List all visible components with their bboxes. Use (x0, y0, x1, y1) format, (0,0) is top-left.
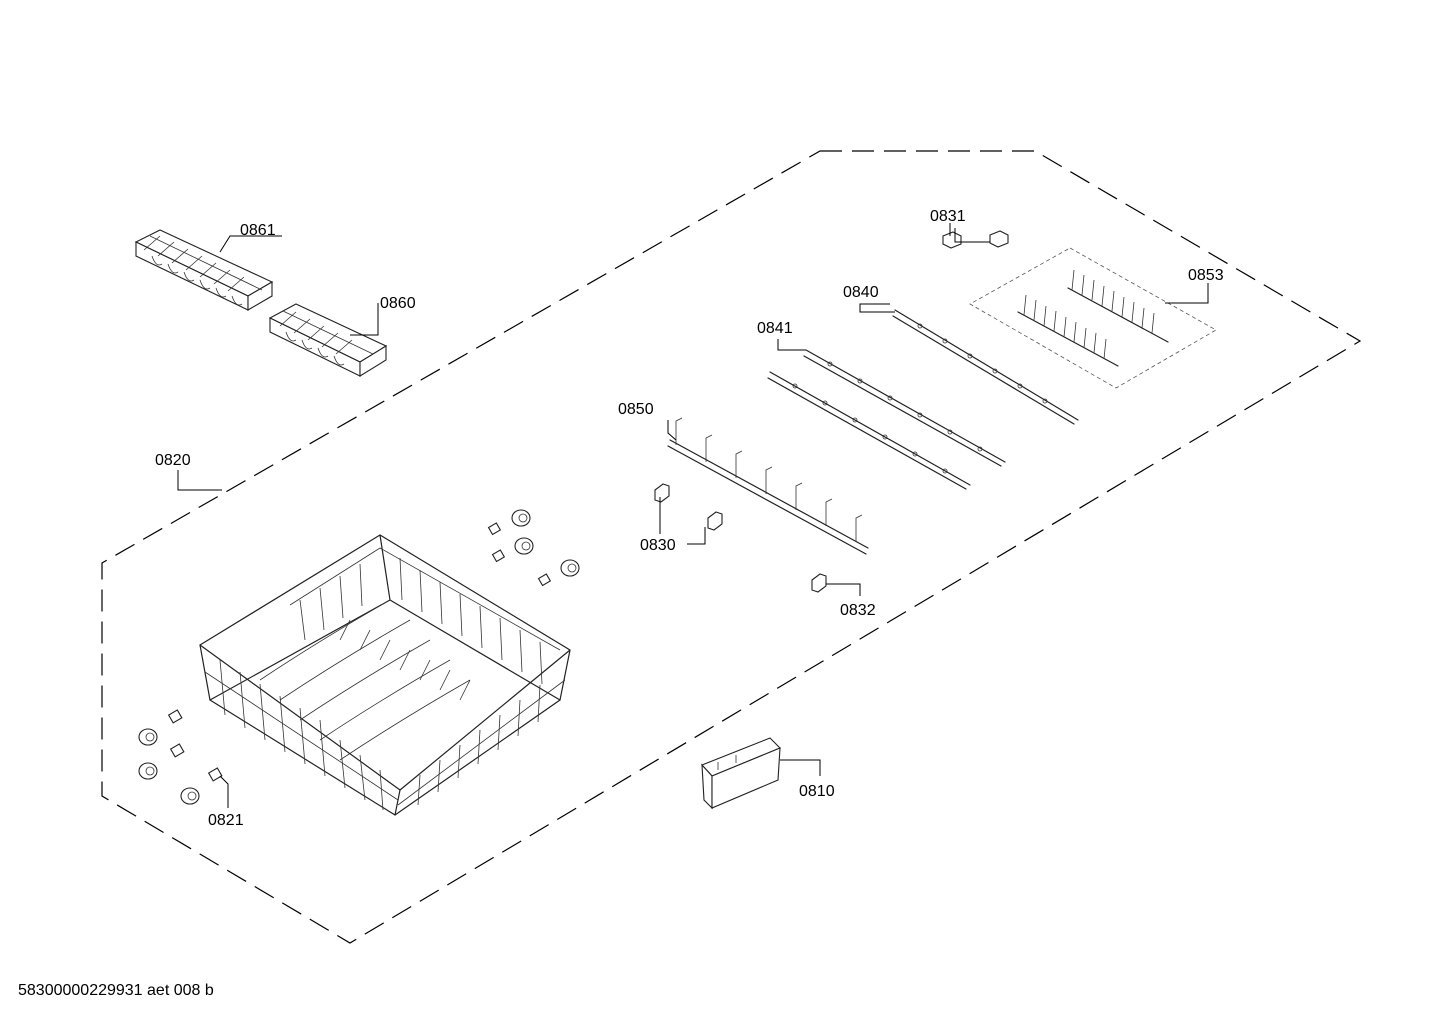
callout-0860: 0860 (380, 295, 416, 312)
clips-0830 (654, 483, 723, 531)
rails-0841 (767, 349, 1006, 490)
clip-0832 (811, 573, 827, 593)
document-id: 58300000229931 aet 008 b (18, 982, 214, 999)
callout-0821: 0821 (208, 812, 244, 829)
tray-0810 (701, 737, 781, 810)
callout-0841: 0841 (757, 320, 793, 337)
rail-0840 (892, 309, 1079, 425)
basket-rollers (487, 509, 580, 587)
clips-0831 (942, 230, 1009, 249)
callout-0820: 0820 (155, 452, 191, 469)
upper-basket-0820 (199, 534, 571, 816)
assembly-boundary-outline (101, 150, 1362, 944)
callout-0810: 0810 (799, 783, 835, 800)
callout-0853: 0853 (1188, 267, 1224, 284)
folding-tine-bar-0850 (667, 417, 869, 555)
cutlery-rack-0860 (268, 303, 388, 377)
callout-0832: 0832 (840, 602, 876, 619)
rollers-0821 (138, 709, 223, 805)
callout-0831: 0831 (930, 208, 966, 225)
callout-0840: 0840 (843, 284, 879, 301)
tine-rack-0853 (1017, 269, 1169, 367)
callout-0830: 0830 (640, 537, 676, 554)
callout-0861: 0861 (240, 222, 276, 239)
cutlery-rack-0861 (134, 229, 274, 311)
leader-lines (177, 223, 1209, 808)
subassembly-0853-outline (969, 247, 1217, 389)
callout-0850: 0850 (618, 401, 654, 418)
